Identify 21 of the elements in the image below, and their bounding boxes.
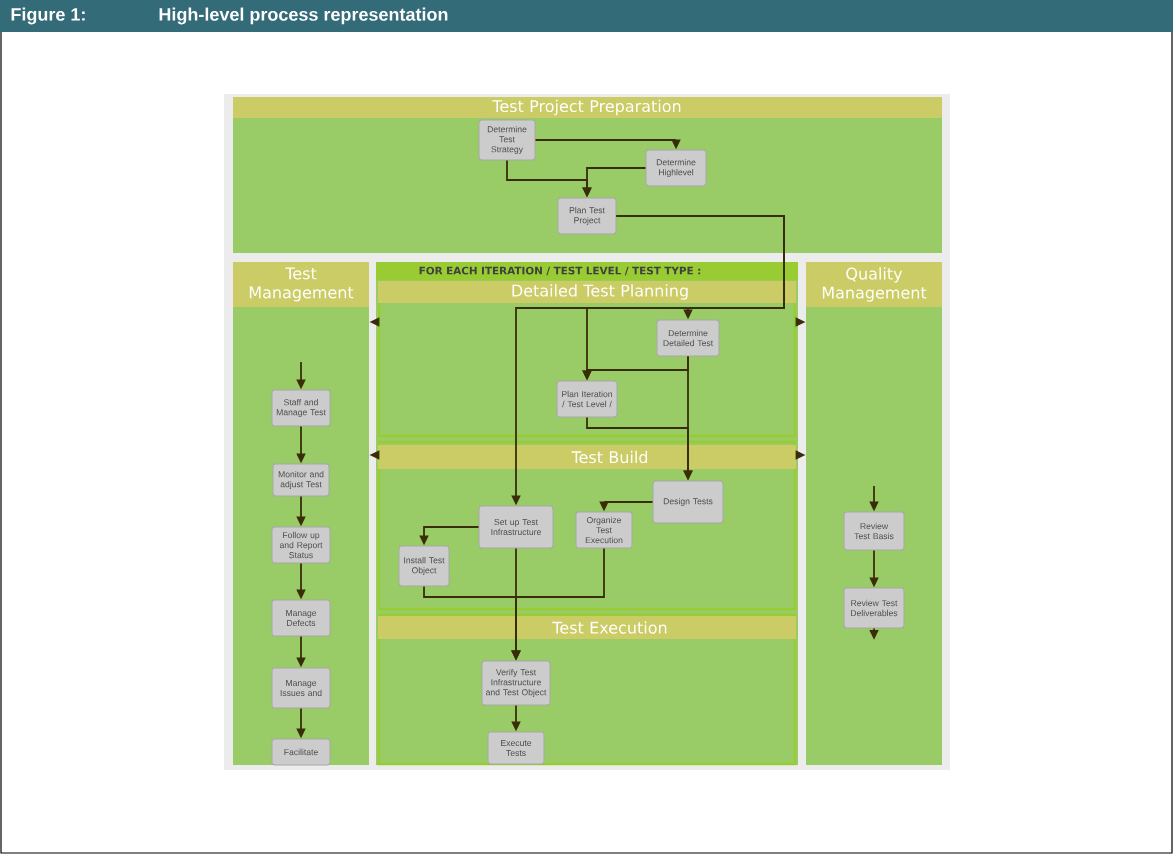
process-box: Design Tests — [652, 480, 724, 524]
process-box: Follow up and Report Status — [271, 526, 331, 564]
process-box: Organize Test Execution — [575, 511, 633, 549]
process-box: Review Test Basis — [843, 511, 905, 551]
process-box: Determine Highlevel — [645, 149, 707, 187]
figure-title: High-level process representation — [159, 7, 448, 25]
process-box: Facilitate — [271, 738, 331, 766]
process-box: Determine Test Strategy — [478, 119, 536, 161]
process-box: Manage Issues and — [271, 667, 331, 709]
process-box: Plan Iteration / Test Level / — [556, 380, 618, 418]
figure-number: Figure 1: — [11, 7, 85, 25]
process-box: Verify Test Infrastructure and Test Object — [481, 660, 551, 706]
process-box: Plan Test Project — [557, 197, 617, 235]
process-box: Manage Defects — [271, 599, 331, 637]
process-box: Install Test Object — [398, 545, 450, 587]
process-box: Monitor and adjust Test — [272, 463, 330, 497]
process-box: Determine Detailed Test — [656, 319, 720, 357]
process-box: Review Test Deliverables — [843, 587, 905, 629]
process-box: Staff and Manage Test — [271, 389, 331, 427]
process-box: Execute Tests — [487, 731, 545, 765]
process-box: Set up Test Infrastructure — [478, 505, 554, 549]
